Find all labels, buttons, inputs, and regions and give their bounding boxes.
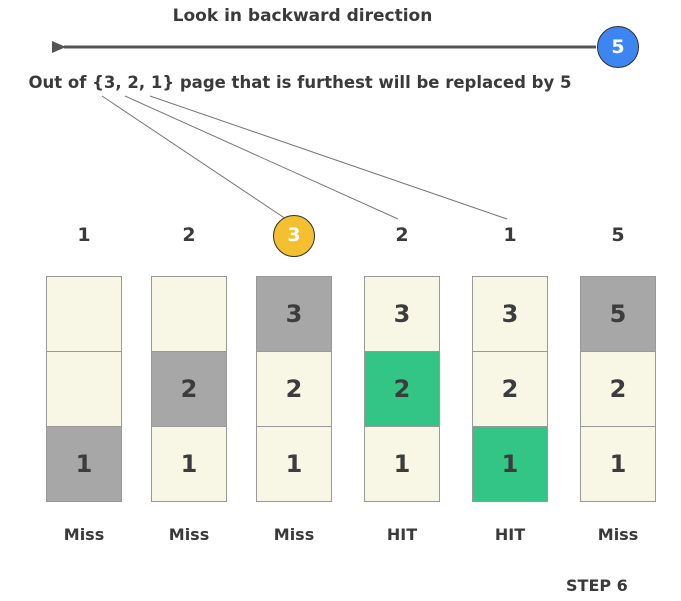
frame-column-2: 2 1	[151, 276, 227, 502]
frame-column-3: 3 2 1	[256, 276, 332, 502]
result-label: HIT	[386, 525, 418, 544]
frame-cell: 3	[364, 276, 440, 352]
frame-cell: 2	[151, 351, 227, 427]
frame-cell	[46, 276, 122, 352]
frame-cell: 2	[472, 351, 548, 427]
result-label: Miss	[168, 525, 210, 544]
reference-page: 2	[364, 222, 440, 248]
reference-page-value: 5	[611, 224, 625, 246]
reference-page-value: 1	[503, 224, 517, 246]
reference-page: 5	[580, 222, 656, 248]
reference-page: 1	[46, 222, 122, 248]
reference-page-value: 1	[77, 224, 91, 246]
result-label: HIT	[494, 525, 526, 544]
direction-title: Look in backward direction	[172, 6, 433, 26]
frame-column-5: 3 2 1	[472, 276, 548, 502]
frame-cell: 2	[256, 351, 332, 427]
reference-page-highlighted: 3	[256, 215, 332, 257]
result-label: Miss	[63, 525, 105, 544]
frame-cell: 3	[256, 276, 332, 352]
reference-page-value: 2	[182, 224, 196, 246]
reference-page: 2	[151, 222, 227, 248]
connector-line-3	[101, 95, 287, 220]
reference-page-value: 2	[395, 224, 409, 246]
frame-cell: 1	[256, 426, 332, 502]
highlight-circle: 3	[273, 215, 315, 257]
connector-line-1	[149, 95, 508, 220]
frame-cell: 2	[364, 351, 440, 427]
step-label: STEP 6	[566, 576, 628, 595]
frame-cell	[46, 351, 122, 427]
frame-cell: 1	[151, 426, 227, 502]
replacement-description: Out of {3, 2, 1} page that is furthest w…	[28, 73, 572, 92]
frame-cell: 2	[580, 351, 656, 427]
current-page-circle: 5	[597, 26, 639, 68]
frame-cell	[151, 276, 227, 352]
frame-cell: 1	[364, 426, 440, 502]
reference-page: 1	[472, 222, 548, 248]
frame-cell: 1	[472, 426, 548, 502]
frame-cell: 5	[580, 276, 656, 352]
frame-cell: 3	[472, 276, 548, 352]
frame-cell: 1	[46, 426, 122, 502]
result-label: Miss	[273, 525, 315, 544]
frame-column-6: 5 2 1	[580, 276, 656, 502]
result-label: Miss	[597, 525, 639, 544]
frame-column-1: 1	[46, 276, 122, 502]
connector-line-2	[124, 95, 399, 220]
frame-cell: 1	[580, 426, 656, 502]
frame-column-4: 3 2 1	[364, 276, 440, 502]
